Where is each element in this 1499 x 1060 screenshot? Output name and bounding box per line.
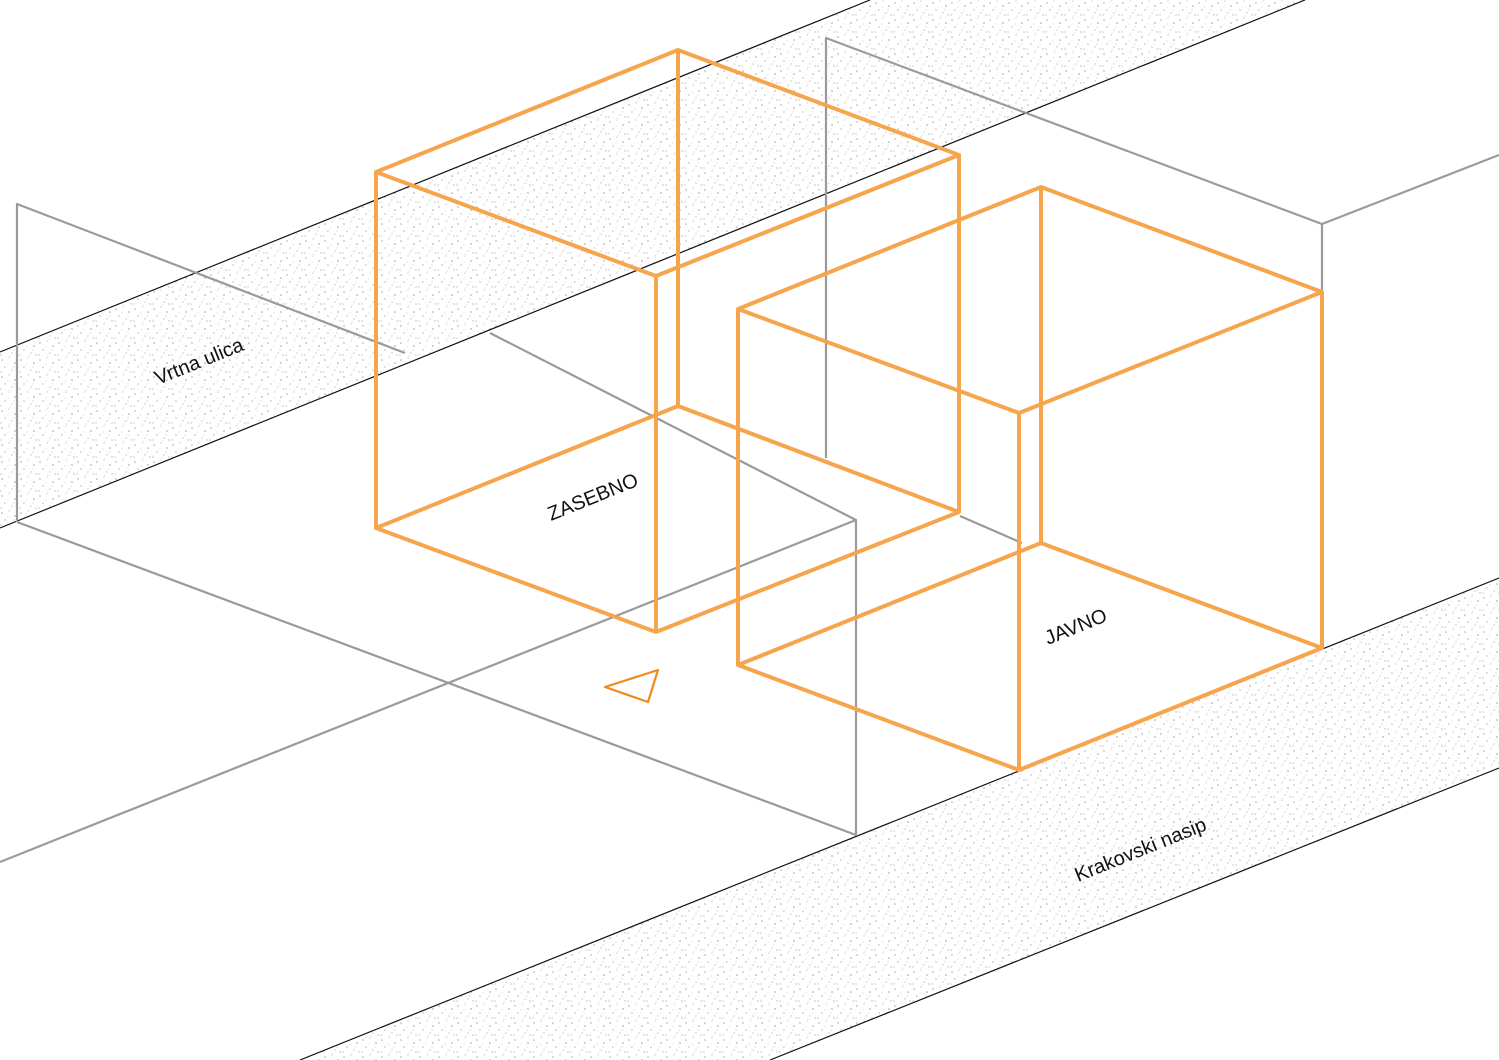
building-left-roof-edge: [0, 518, 857, 864]
street-krakovski-nasip-edge-bottom: [769, 767, 1499, 1060]
building-left-base: [16, 520, 857, 837]
volume-label-javno: JAVNO: [1042, 605, 1111, 650]
building-right-lower-edge: [959, 514, 1023, 545]
street-vrtna-ulica: [0, 0, 1306, 529]
triangle-entrance-icon: [603, 668, 660, 704]
existing-building-right: [824, 36, 1499, 545]
private-volume-cube: [374, 48, 961, 634]
volume-label-zasebno: ZASEBNO: [545, 469, 642, 525]
private-volume-bottom-face: [374, 404, 961, 634]
building-left-outline: [15, 202, 406, 522]
street-vrtna-ulica-edge-bottom: [0, 0, 1306, 529]
building-right-outline: [824, 36, 1499, 458]
existing-building-left: [0, 202, 858, 864]
public-volume-cube: [736, 185, 1324, 772]
street-vrtna-ulica-edge-top: [0, 0, 871, 353]
